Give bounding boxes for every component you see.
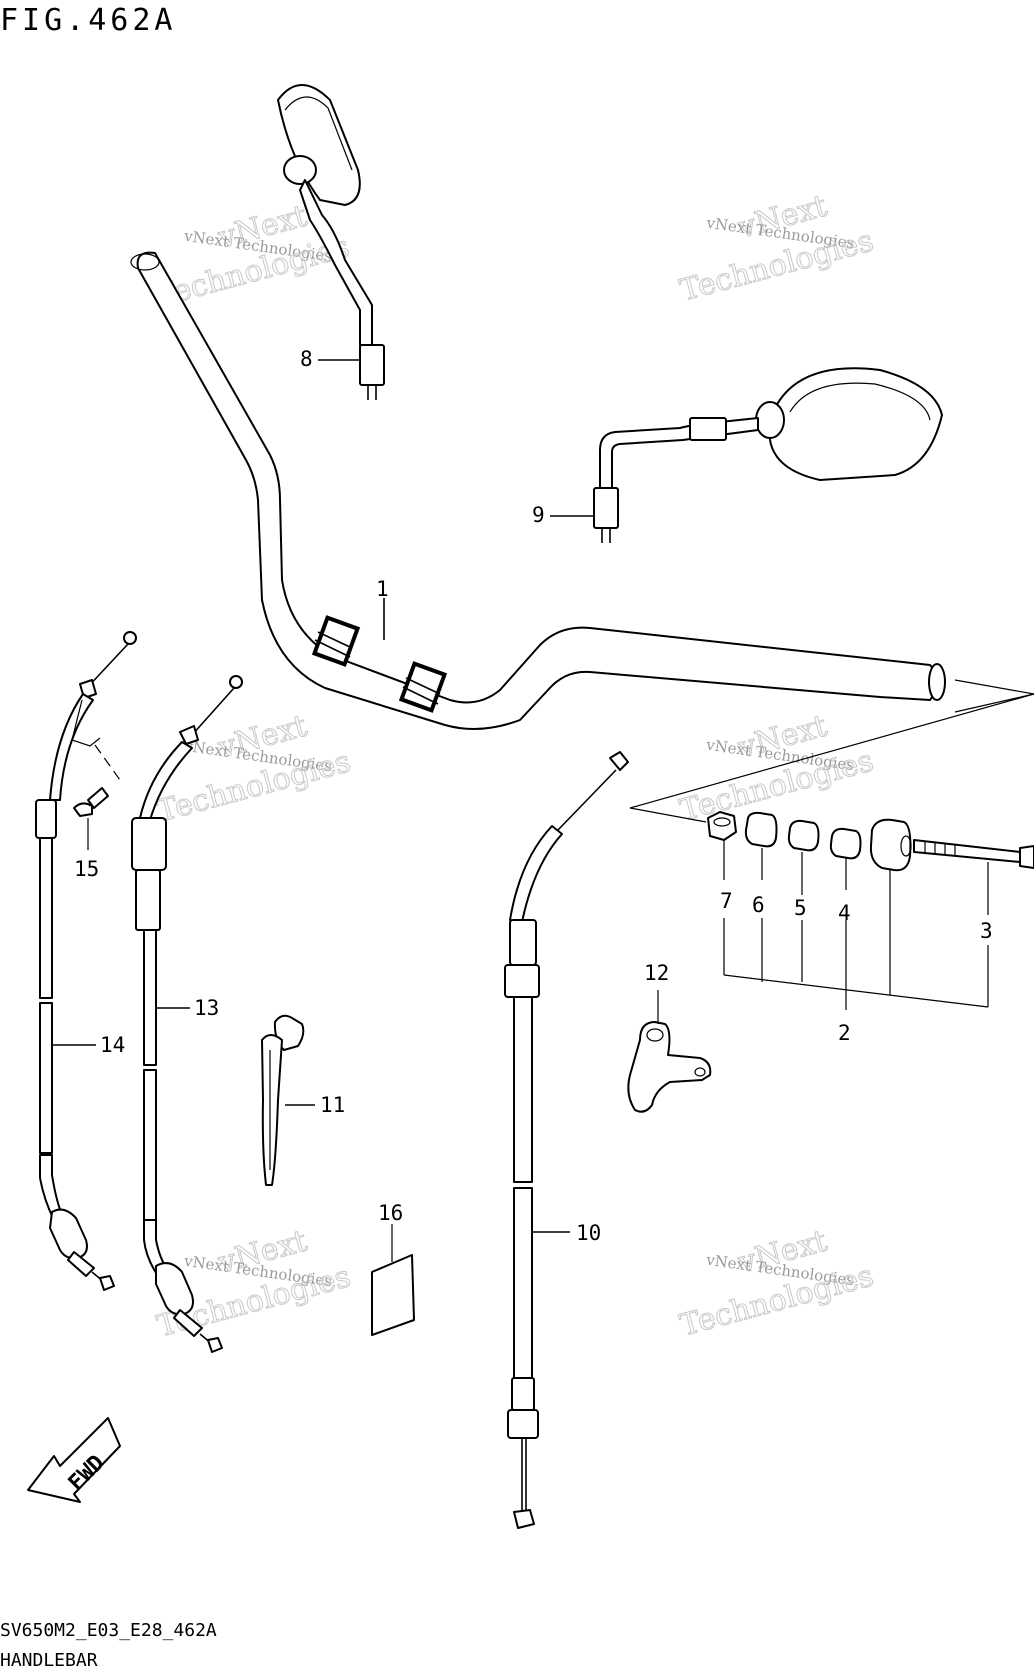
part-8-mirror-left[interactable] [277, 84, 385, 400]
part-6-sleeve[interactable] [744, 811, 778, 848]
callout-10: 10 [576, 1221, 601, 1245]
part-16-label[interactable] [371, 1254, 415, 1336]
handlebar-knurl-right [398, 661, 448, 713]
callout-12: 12 [644, 961, 669, 985]
watermark-middle-right: vNext vNext Technologies Technologies [676, 708, 878, 829]
callout-8: 8 [300, 347, 313, 371]
part-12-bracket[interactable] [627, 1021, 712, 1113]
callout-11: 11 [320, 1093, 345, 1117]
callout-6: 6 [752, 893, 765, 917]
callout-5: 5 [794, 896, 807, 920]
callout-15: 15 [74, 857, 99, 881]
callout-1: 1 [376, 577, 389, 601]
callout-3: 3 [980, 919, 993, 943]
part-7-nut[interactable] [707, 811, 737, 841]
callout-13: 13 [194, 996, 219, 1020]
watermark-top-right: vNext vNext Technologies Technologies [676, 188, 878, 309]
part-11-cable-clamp[interactable] [261, 1014, 305, 1186]
assembly-leaders [723, 840, 989, 1008]
callout-9: 9 [532, 503, 545, 527]
handlebar-knurl-left [311, 615, 361, 667]
figure-title: FIG.462A [0, 3, 177, 38]
assembly-guide-lines [629, 679, 1034, 823]
part-2-balancer-weight[interactable] [869, 818, 912, 872]
watermark-bottom-right: vNext vNext Technologies Technologies [676, 1223, 878, 1344]
callout-7: 7 [720, 889, 733, 913]
callout-16: 16 [378, 1201, 403, 1225]
part-14-throttle-cable[interactable] [35, 631, 137, 1291]
watermark-middle-left: vNext vNext Technologies Technologies [153, 708, 355, 830]
fwd-arrow-icon: FWD [27, 1417, 121, 1503]
part-5-bushing[interactable] [787, 819, 820, 852]
part-3-bolt[interactable] [913, 839, 1034, 869]
part-10-clutch-cable[interactable] [504, 751, 629, 1529]
callout-2: 2 [838, 1021, 851, 1045]
callout-14: 14 [100, 1033, 125, 1057]
part-13-throttle-cable[interactable] [131, 675, 243, 1353]
part-1-handlebar[interactable] [130, 251, 946, 730]
part-9-mirror-right[interactable] [593, 367, 943, 543]
part-4-bushing[interactable] [829, 827, 862, 860]
figure-code: SV650M2_E03_E28_462A [0, 1620, 217, 1641]
part-15-screw[interactable] [73, 787, 109, 817]
figure-name: HANDLEBAR [0, 1650, 98, 1671]
callout-4: 4 [838, 901, 851, 925]
